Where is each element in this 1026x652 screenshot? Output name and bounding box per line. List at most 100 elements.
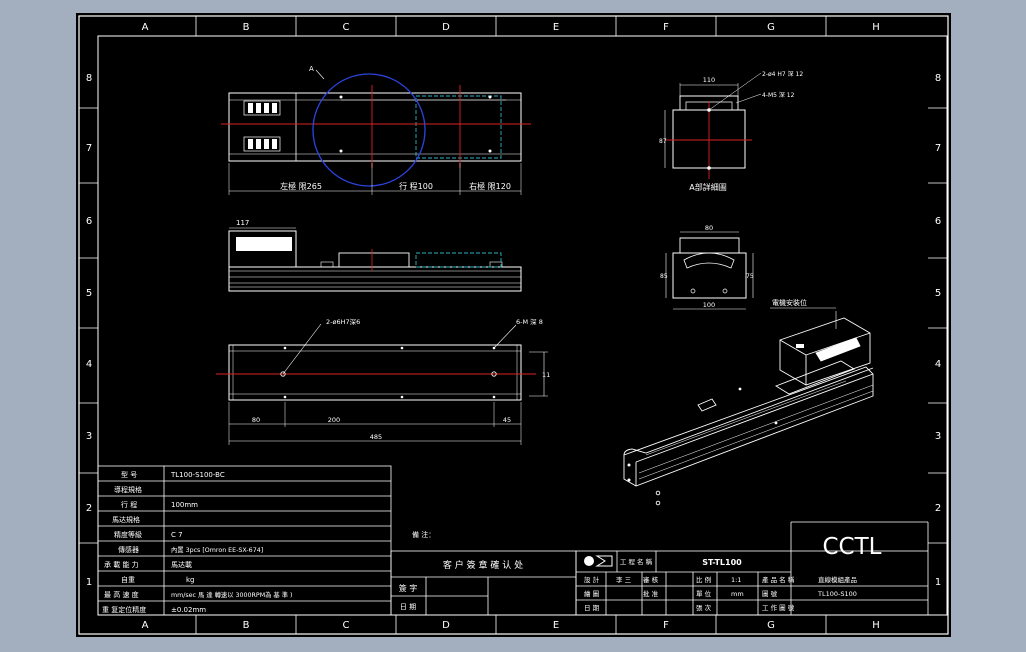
spec-value: ±0.02mm [171, 606, 206, 614]
spec-label: 導程規格 [114, 485, 142, 494]
row-1-left: 1 [86, 577, 92, 588]
tb-label: 張 次 [696, 603, 712, 612]
dim-left-offset: 80 [252, 416, 260, 424]
row-7-left: 7 [86, 143, 92, 154]
spec-value: C 7 [171, 531, 183, 539]
row-5-left: 5 [86, 288, 92, 299]
row-2-right: 2 [935, 503, 941, 514]
row-4-right: 4 [935, 359, 941, 370]
tb-label: 工 作 圖 號 [762, 603, 795, 612]
spec-value: 內置 3pcs [Omron EE-SX-674] [171, 545, 263, 554]
tb-label: 單 位 [696, 589, 712, 598]
tb-label: 審 核 [643, 575, 659, 584]
drawing-name: ST-TL100 [702, 558, 742, 567]
tb-value: 李 三 [616, 575, 632, 584]
detail-callout-pins: 2-ø4 H7 深 12 [762, 70, 803, 78]
remarks-label: 備 注： [412, 530, 435, 539]
tb-label: 繪 圖 [584, 589, 599, 598]
detail-dim-height: 87 [659, 138, 667, 145]
zone-labels: A B C D E F G H A B C D E F G H 8 7 6 5 … [86, 22, 941, 631]
callout-threaded-holes: 6-M 深 8 [516, 317, 543, 326]
end-view: 80 85 75 100 [660, 224, 754, 310]
dim-total-length: 485 [370, 433, 382, 441]
spec-label: 型 号 [121, 470, 137, 479]
drawing-number: TL100-S100 [817, 590, 857, 598]
top-view: A 左極 限265 行 程100 右極 限120 [221, 65, 531, 195]
row-7-right: 7 [935, 143, 941, 154]
col-d-top: D [442, 22, 450, 33]
col-g-top: G [767, 22, 775, 33]
col-c-top: C [343, 22, 350, 33]
tb-label: 批 准 [643, 589, 659, 598]
callout-pin-holes: 2-ø6H7深6 [326, 317, 360, 326]
tb-label: 設 計 [584, 575, 600, 584]
col-d-bottom: D [442, 620, 450, 631]
confirm-header: 客 户 簽 章 確 认 处 [443, 559, 523, 571]
row-2-left: 2 [86, 503, 92, 514]
end-dim-right: 75 [746, 273, 754, 280]
col-f-top: F [663, 22, 669, 33]
tb-label: 比 例 [696, 575, 711, 584]
detail-callout-threads: 4-M5 深 12 [762, 91, 795, 99]
detail-a-marker: A [309, 65, 314, 73]
col-a-top: A [142, 22, 149, 33]
col-h-top: H [872, 22, 880, 33]
company-logo [584, 555, 613, 567]
col-e-top: E [553, 22, 559, 33]
col-c-bottom: C [343, 620, 350, 631]
dim-height-bottom: 11 [542, 371, 550, 379]
tb-label: 日 期 [584, 604, 600, 612]
detail-a-view: 110 2-ø4 H7 深 12 4-M5 深 12 87 A部詳細圖 [659, 70, 803, 192]
spec-label: 重 复定位精度 [102, 605, 146, 614]
tb-label: 圖 號 [762, 589, 778, 598]
detail-dim-width: 110 [703, 76, 715, 84]
end-dim-left: 85 [660, 273, 668, 280]
spec-value: 100mm [171, 501, 198, 509]
carriage-end-position [415, 95, 502, 159]
row-5-right: 5 [935, 288, 941, 299]
row-3-left: 3 [86, 431, 92, 442]
dim-left-stroke: 左極 限265 [280, 181, 322, 191]
tb-label: 產 品 名 稱 [762, 575, 795, 584]
dim-hole-pitch: 200 [328, 416, 340, 424]
spec-value: 馬达載 [171, 560, 192, 569]
col-e-bottom: E [553, 620, 559, 631]
spec-value: TL100-S100-BC [170, 471, 225, 479]
row-1-right: 1 [935, 577, 941, 588]
dim-right-stroke: 右極 限120 [469, 181, 511, 191]
company-logo-text: CCTL [823, 534, 882, 560]
row-8-left: 8 [86, 73, 92, 84]
end-dim-top: 80 [705, 224, 713, 232]
row-6-left: 6 [86, 216, 92, 227]
end-dim-bottom: 100 [703, 301, 715, 309]
tb-value: 1:1 [731, 576, 741, 584]
dim-right-offset: 45 [503, 416, 511, 424]
row-4-left: 4 [86, 359, 92, 370]
motor-mount-label: 電機安裝位 [772, 298, 807, 307]
detail-a-caption: A部詳細圖 [689, 182, 726, 192]
dim-motor-height: 117 [236, 219, 249, 227]
col-h-bottom: H [872, 620, 880, 631]
dim-travel: 行 程100 [399, 181, 433, 191]
spec-table-text: 型 号 TL100-S100-BC 導程規格 行 程 100mm 馬达規格 精度… [102, 470, 292, 614]
confirm-sign-label: 簽 字 [399, 583, 418, 593]
outer-frame [78, 15, 949, 635]
spec-value: mm/sec 馬 達 轉速以 3000RPM為 基 準 ) [171, 590, 292, 599]
drawing-name-label: 工 程 名 稱 [620, 557, 653, 566]
bottom-view: 2-ø6H7深6 6-M 深 8 11 80 200 45 485 [216, 317, 550, 445]
spec-label: 自重 [121, 575, 135, 584]
spec-label: 精度等級 [114, 530, 142, 539]
cad-drawing: A B C D E F G H A B C D E F G H 8 7 6 5 … [78, 15, 949, 635]
detail-a-circle [312, 73, 426, 187]
spec-table [97, 465, 392, 616]
drawing-sheet: A B C D E F G H A B C D E F G H 8 7 6 5 … [76, 13, 951, 637]
tb-value: mm [731, 590, 744, 598]
spec-label: 最 高 速 度 [104, 590, 139, 599]
spec-label: 馬达規格 [112, 515, 140, 524]
isometric-view [623, 307, 874, 506]
row-6-right: 6 [935, 216, 941, 227]
title-block [575, 521, 929, 616]
spec-label: 傳感器 [118, 545, 139, 554]
confirm-date-label: 日 期 [400, 603, 416, 611]
product-name: 直線模組產品 [818, 575, 857, 584]
